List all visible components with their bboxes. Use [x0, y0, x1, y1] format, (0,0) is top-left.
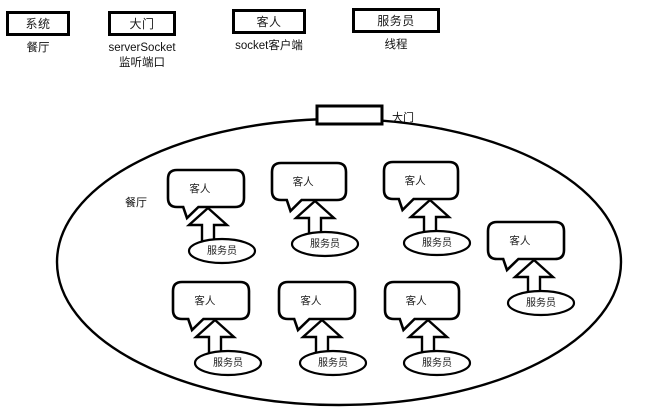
server-ellipse-3	[402, 229, 472, 257]
legend-caption-3: 线程	[384, 39, 408, 51]
server-label-7: 服务员	[422, 356, 452, 369]
guest-label-5: 客人	[194, 294, 215, 307]
guest-bubble-3	[382, 160, 460, 213]
legend-box-1: 大门	[108, 11, 176, 36]
server-label-4: 服务员	[526, 296, 556, 309]
restaurant-label: 餐厅	[125, 197, 147, 209]
server-label-3: 服务员	[422, 236, 452, 249]
guest-bubble-4	[486, 220, 566, 273]
legend-box-2: 客人	[232, 9, 306, 34]
server-ellipse-7	[402, 349, 472, 377]
guest-bubble-2	[270, 161, 348, 214]
guest-label-7: 客人	[406, 294, 427, 307]
legend-caption-0: 餐厅	[26, 42, 50, 54]
guest-bubble-5	[171, 280, 251, 333]
guest-bubble-7	[383, 280, 461, 333]
legend-box-3: 服务员	[352, 8, 440, 33]
guest-label-4: 客人	[509, 234, 530, 247]
guest-bubble-6	[277, 280, 357, 333]
guest-label-1: 客人	[189, 182, 210, 195]
server-ellipse-5	[193, 349, 263, 377]
door-rect	[315, 104, 384, 126]
legend-caption-1: serverSocket 监听端口	[108, 42, 176, 69]
server-label-1: 服务员	[207, 244, 237, 257]
legend-box-0: 系统	[6, 11, 70, 36]
guest-label-3: 客人	[405, 174, 426, 187]
door-label: 大门	[392, 112, 414, 124]
guest-bubble-1	[166, 168, 246, 221]
server-ellipse-1	[187, 237, 257, 265]
server-label-5: 服务员	[213, 356, 243, 369]
server-ellipse-2	[290, 230, 360, 258]
server-label-2: 服务员	[310, 237, 340, 250]
guest-label-6: 客人	[300, 294, 321, 307]
server-ellipse-4	[506, 289, 576, 317]
legend-caption-2: socket客户端	[235, 40, 303, 52]
server-label-6: 服务员	[318, 356, 348, 369]
guest-label-2: 客人	[293, 175, 314, 188]
server-ellipse-6	[298, 349, 368, 377]
